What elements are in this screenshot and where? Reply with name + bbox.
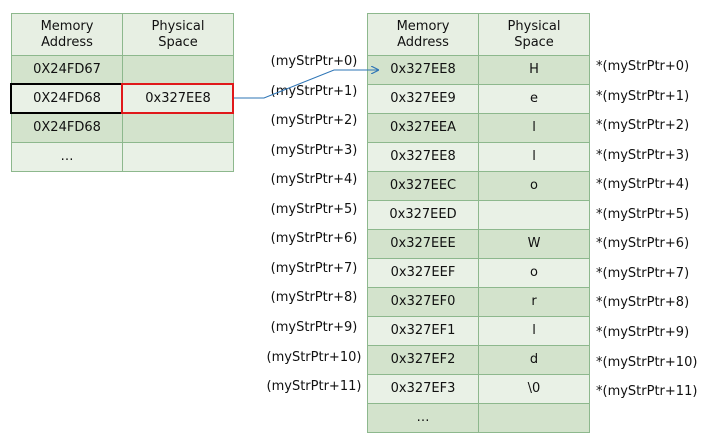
pointer-value-highlight [121,83,234,114]
right-table-address-cell: … [367,403,479,433]
offset-label: (myStrPtr+9) [270,319,358,335]
right-table-address-cell: 0x327EEE [367,229,479,259]
right-table-value-cell: r [478,287,590,317]
right-table-address-cell: 0x327EE9 [367,84,479,114]
right-table-address-cell: 0x327EED [367,200,479,230]
pointer-address-highlight [10,83,123,114]
left-table-address-cell: 0X24FD67 [11,55,123,85]
left-table-value-cell [122,142,234,172]
right-table-address-cell: 0x327EF1 [367,316,479,346]
deref-label: *(myStrPtr+2) [596,118,690,134]
right-table-address-cell: 0x327EE8 [367,142,479,172]
right-table-value-cell: l [478,142,590,172]
offset-label: (myStrPtr+7) [270,260,358,276]
deref-label: *(myStrPtr+6) [596,236,690,252]
right-table-row: 0x327EED [367,200,590,230]
deref-label: *(myStrPtr+5) [596,206,690,222]
right-table-value-cell: \0 [478,374,590,404]
right-table-address-cell: 0x327EEF [367,258,479,288]
left-table-row: 0X24FD68 [11,113,234,143]
left-table-address-cell: 0X24FD68 [11,113,123,143]
deref-label: *(myStrPtr+0) [596,59,690,74]
deref-label: *(myStrPtr+11) [596,384,698,400]
right-table-value-cell: d [478,345,590,375]
right-table-value-cell: e [478,84,590,114]
right-table-value-cell: l [478,113,590,143]
right-table-address-cell: 0x327EF2 [367,345,479,375]
right-table-value-cell: H [478,55,590,85]
left-table-value-cell [122,55,234,85]
deref-label: *(myStrPtr+10) [596,354,698,370]
right-table-row: … [367,403,590,433]
offset-label: (myStrPtr+4) [270,172,358,188]
deref-label: *(myStrPtr+3) [596,147,690,163]
left-table-value-cell [122,113,234,143]
offset-label: (myStrPtr+3) [270,142,358,158]
right-table-value-cell: o [478,171,590,201]
left-table-row: 0X24FD67 [11,55,234,85]
right-table-address-cell: 0x327EEC [367,171,479,201]
offset-label: (myStrPtr+2) [270,113,358,129]
right-table-address-cell: 0x327EF3 [367,374,479,404]
deref-label: *(myStrPtr+4) [596,177,690,193]
right-table-value-cell [478,200,590,230]
right-table-value-cell: o [478,258,590,288]
offset-label: (myStrPtr+11) [266,379,362,395]
left-table-address-cell: … [11,142,123,172]
deref-label: *(myStrPtr+8) [596,295,690,311]
offset-label: (myStrPtr+1) [270,83,358,99]
deref-label: *(myStrPtr+9) [596,324,690,340]
right-table-address-cell: 0x327EEA [367,113,479,143]
deref-label: *(myStrPtr+1) [596,88,690,104]
right-table-address-cell: 0x327EE8 [367,55,479,85]
right-table-row: 0x327EF3\0 [367,374,590,404]
right-table-address-cell: 0x327EF0 [367,287,479,317]
right-table-value-cell [478,403,590,433]
offset-label: (myStrPtr+6) [270,231,358,247]
right-table-value-cell: W [478,229,590,259]
offset-label: (myStrPtr+5) [270,201,358,217]
right-table-value-cell: l [478,316,590,346]
deref-label: *(myStrPtr+7) [596,265,690,281]
left-table-row: … [11,142,234,172]
left-table-address-cell: 0X24FD68 [11,84,123,114]
offset-label: (myStrPtr+8) [270,290,358,306]
offset-label: (myStrPtr+0) [270,54,358,69]
offset-label: (myStrPtr+10) [266,349,362,365]
